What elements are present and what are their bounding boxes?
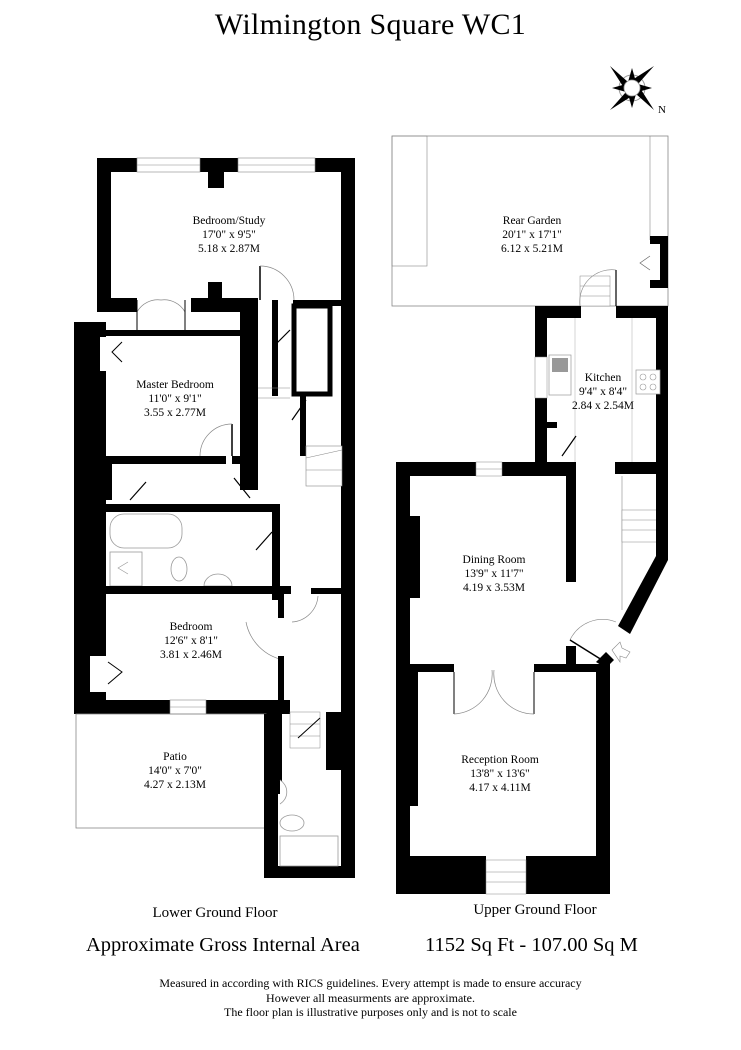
compass-rose-icon (610, 66, 654, 110)
room-reception-room: Reception Room 13'8" x 13'6" 4.17 x 4.11… (461, 753, 539, 795)
room-bedroom-study: Bedroom/Study 17'0" x 9'5" 5.18 x 2.87M (193, 214, 266, 256)
room-imperial: 11'0" x 9'1" (148, 393, 202, 405)
lower-ground-floor-plan (74, 157, 355, 878)
floor-label-upper-ground: Upper Ground Floor (473, 902, 597, 918)
room-imperial: 17'0" x 9'5" (202, 229, 256, 241)
disclaimer: Measured in according with RICS guidelin… (0, 976, 741, 1020)
room-imperial: 20'1" x 17'1" (502, 229, 562, 241)
room-kitchen: Kitchen 9'4" x 8'4" 2.84 x 2.54M (572, 371, 634, 413)
room-bedroom: Bedroom 12'6" x 8'1" 3.81 x 2.46M (160, 620, 222, 662)
room-metric: 5.18 x 2.87M (198, 243, 260, 255)
room-name: Rear Garden (502, 215, 562, 227)
disclaimer-line: Measured in according with RICS guidelin… (159, 976, 582, 990)
area-value: 1152 Sq Ft - 107.00 Sq M (425, 934, 638, 956)
room-master-bedroom: Master Bedroom 11'0" x 9'1" 3.55 x 2.77M (136, 378, 214, 420)
room-metric: 4.19 x 3.53M (463, 582, 525, 594)
floor-label-lower-ground: Lower Ground Floor (152, 905, 278, 921)
room-metric: 2.84 x 2.54M (572, 400, 634, 412)
room-rear-garden: Rear Garden 20'1" x 17'1" 6.12 x 5.21M (501, 214, 563, 256)
disclaimer-line: The floor plan is illustrative purposes … (224, 1005, 517, 1019)
disclaimer-line: However all measurments are approximate. (266, 990, 475, 1005)
room-name: Dining Room (462, 554, 526, 566)
room-imperial: 13'8" x 13'6" (470, 768, 530, 780)
room-name: Kitchen (584, 372, 622, 384)
room-name: Reception Room (461, 754, 539, 766)
page-title: Wilmington Square WC1 (214, 8, 527, 41)
room-imperial: 14'0" x 7'0" (148, 765, 202, 777)
room-imperial: 12'6" x 8'1" (164, 635, 218, 647)
room-metric: 3.81 x 2.46M (160, 649, 222, 661)
room-imperial: 9'4" x 8'4" (578, 386, 628, 398)
upper-ground-floor-plan (391, 135, 669, 895)
room-name: Master Bedroom (136, 379, 214, 391)
room-metric: 4.27 x 2.13M (144, 779, 206, 791)
area-label: Approximate Gross Internal Area (86, 934, 360, 956)
room-name: Bedroom (169, 621, 213, 633)
room-patio: Patio 14'0" x 7'0" 4.27 x 2.13M (144, 750, 206, 792)
room-imperial: 13'9" x 11'7" (464, 568, 524, 580)
room-name: Bedroom/Study (192, 215, 266, 227)
room-metric: 3.55 x 2.77M (144, 407, 206, 419)
room-metric: 4.17 x 4.11M (469, 782, 531, 794)
room-name: Patio (163, 751, 187, 763)
north-label: N (658, 104, 666, 116)
room-metric: 6.12 x 5.21M (501, 243, 563, 255)
room-dining-room: Dining Room 13'9" x 11'7" 4.19 x 3.53M (463, 553, 526, 595)
